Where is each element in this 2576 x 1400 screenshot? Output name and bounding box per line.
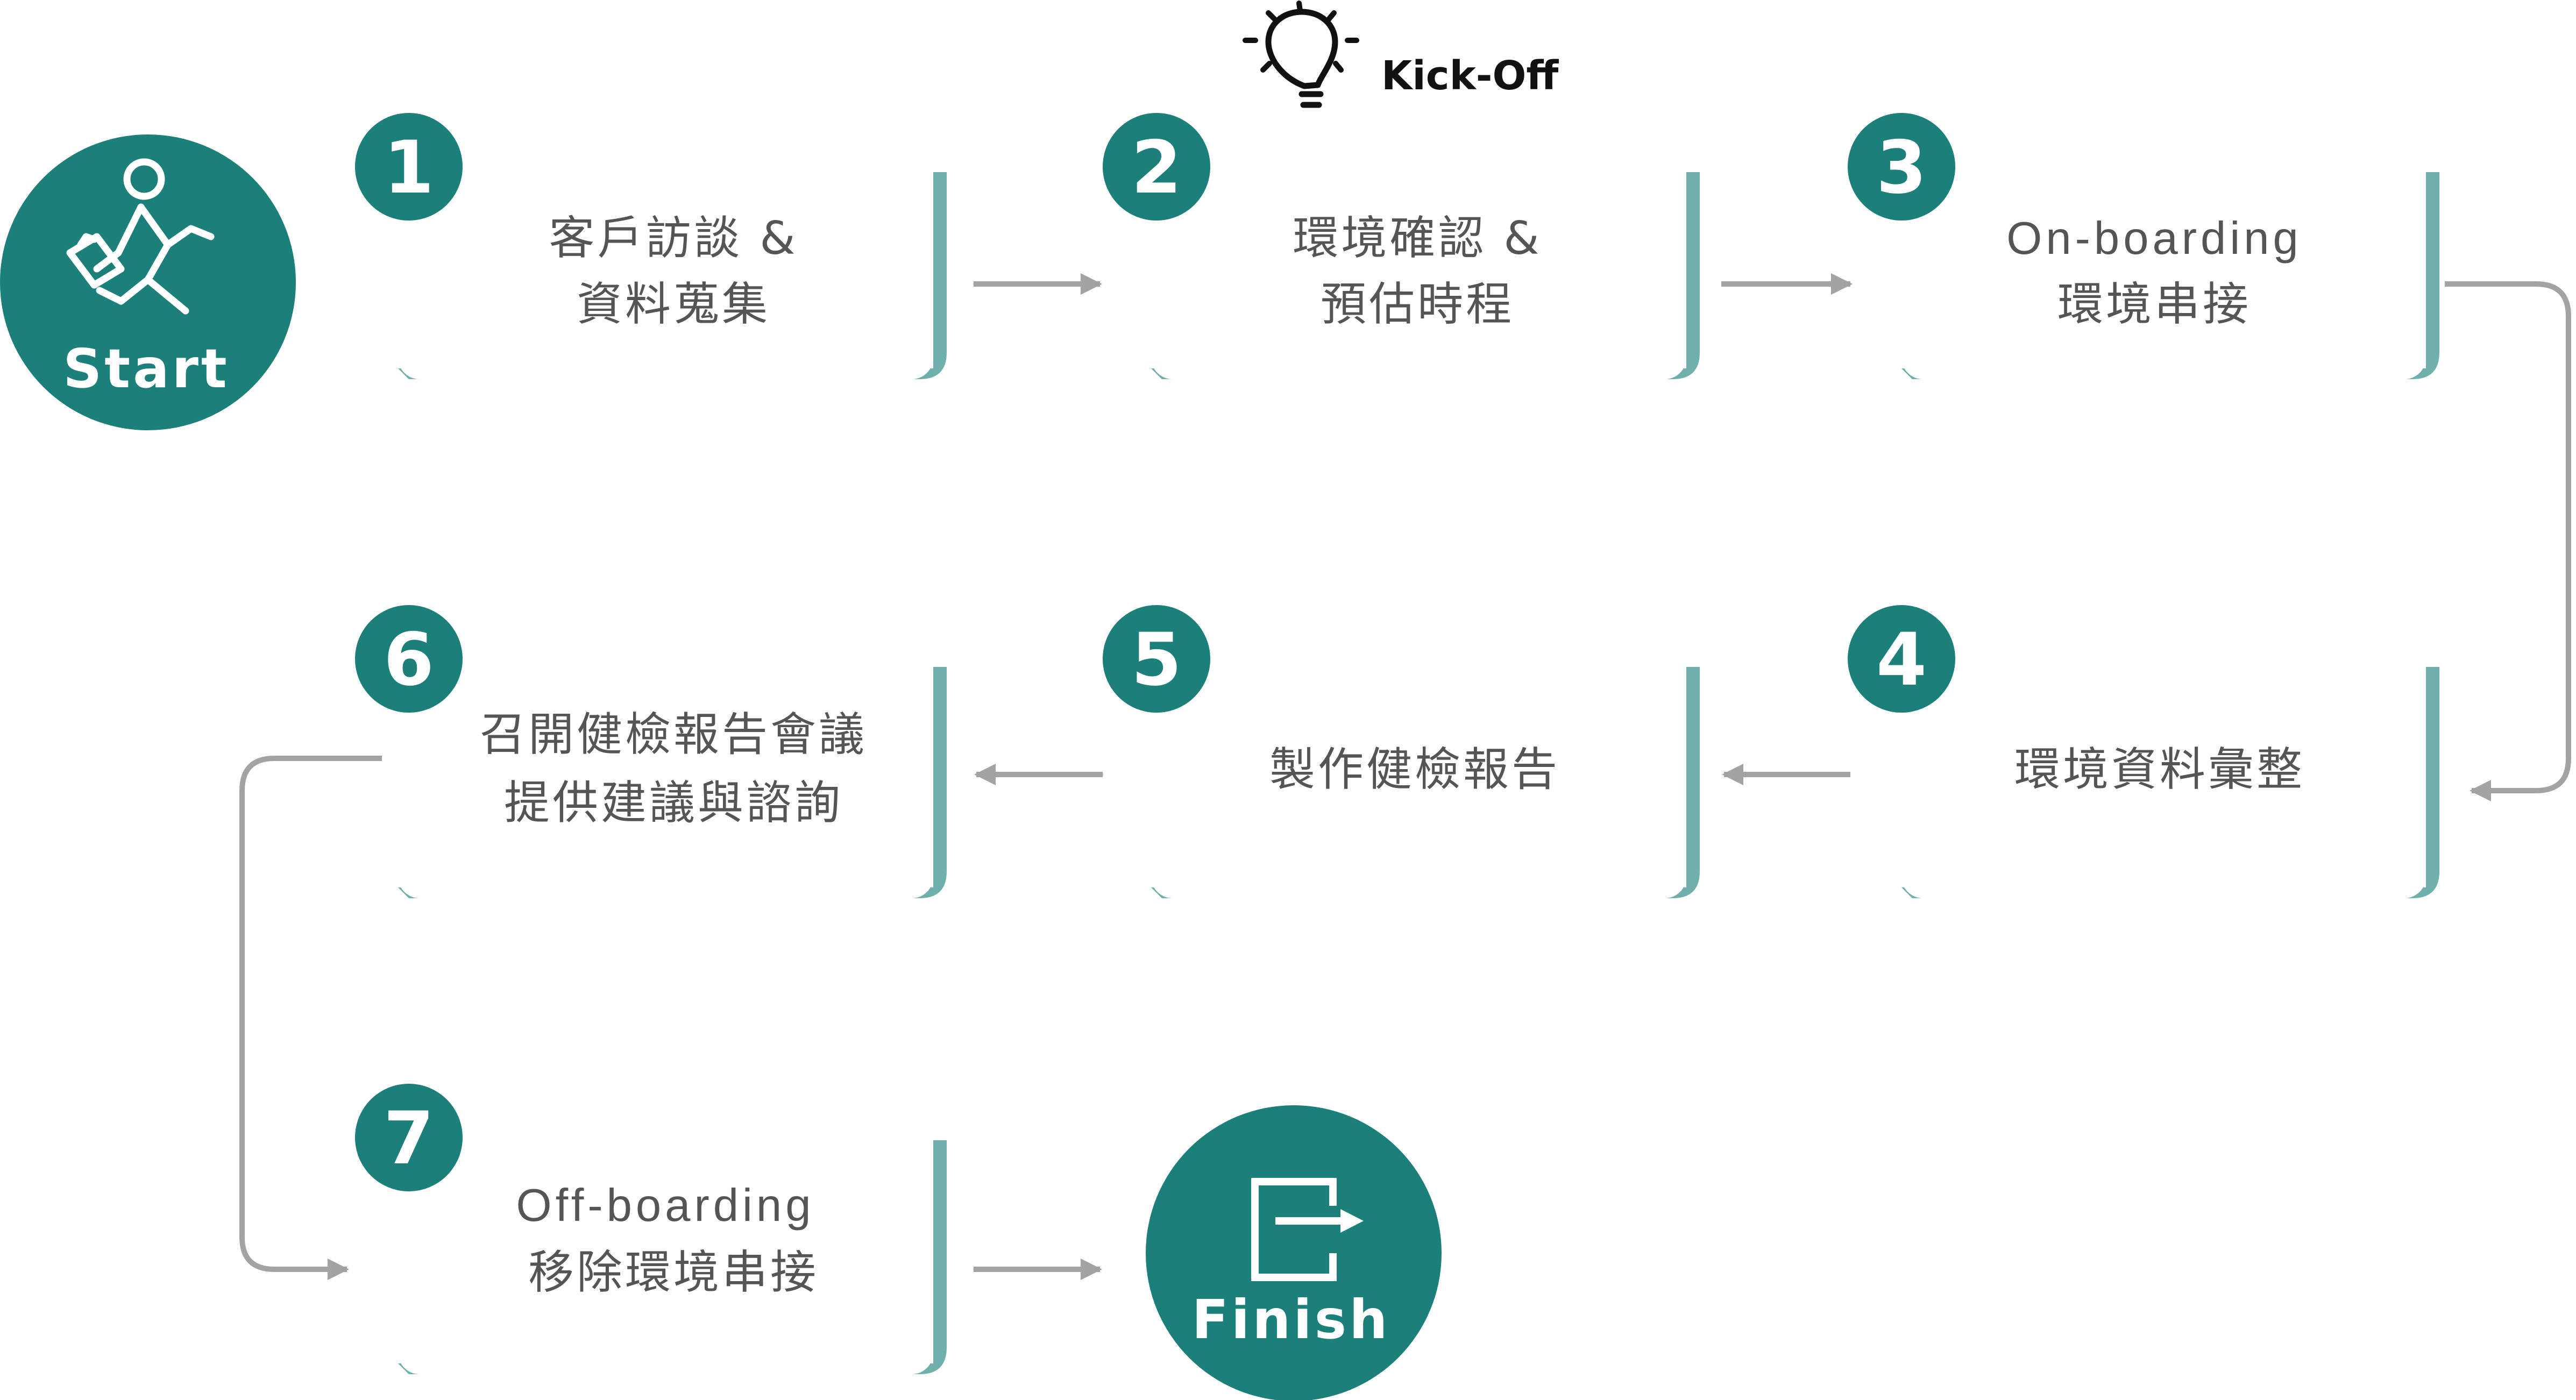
kickoff-marker: Kick-Off (1243, 1, 1559, 108)
step-card-1: 客戶訪談 & 資料蒐集 (398, 164, 947, 379)
start-label: Start (63, 337, 229, 400)
step-1-number: 1 (384, 125, 434, 210)
kickoff-label: Kick-Off (1381, 53, 1559, 99)
step-card-4: 環境資料彙整 (1901, 659, 2439, 898)
step-badge-1: 1 (355, 113, 463, 221)
step-2-line-2: 預估時程 (1321, 278, 1514, 331)
step-badge-4: 4 (1848, 605, 1955, 713)
card-body (398, 659, 933, 898)
step-card-2: 環境確認 & 預估時程 (1151, 164, 1700, 379)
finish-label: Finish (1192, 1288, 1390, 1351)
card-body (1901, 164, 2426, 379)
lightbulb-icon (1243, 1, 1359, 108)
step-2-number: 2 (1131, 125, 1182, 210)
start-node: Start (0, 134, 296, 430)
step-3-line-2: 環境串接 (2057, 278, 2251, 331)
step-card-6: 召開健檢報告會議 提供建議與諮詢 (398, 659, 947, 898)
step-4-line-1: 環境資料彙整 (2014, 743, 2305, 797)
step-7-line-2: 移除環境串接 (528, 1246, 819, 1299)
card-body (1151, 164, 1686, 379)
card-body (398, 164, 933, 379)
step-badge-2: 2 (1103, 113, 1210, 221)
finish-node: Finish (1146, 1105, 1442, 1400)
step-5-number: 5 (1131, 617, 1182, 702)
exit-arrow-head (1340, 1209, 1364, 1233)
step-2-line-1: 環境確認 & (1293, 212, 1542, 265)
step-3-line-1: On-boarding (2006, 213, 2302, 264)
step-5-line-1: 製作健檢報告 (1269, 743, 1560, 797)
exit-door-icon (1251, 1178, 1346, 1281)
step-3-number: 3 (1876, 125, 1927, 210)
step-6-number: 6 (384, 617, 434, 702)
step-card-3: On-boarding 環境串接 (1901, 164, 2439, 379)
connectors (239, 273, 2571, 1280)
card-body (398, 1132, 933, 1374)
step-badge-7: 7 (355, 1084, 463, 1191)
step-badge-5: 5 (1103, 605, 1210, 713)
step-card-5: 製作健檢報告 (1151, 659, 1700, 898)
arrow-3-to-4 (2445, 281, 2571, 801)
running-businessman-icon (66, 158, 215, 315)
step-1-line-1: 客戶訪談 & (549, 212, 798, 265)
step-6-line-1: 召開健檢報告會議 (480, 708, 867, 762)
step-7-line-1: Off-boarding (516, 1180, 815, 1231)
step-1-line-2: 資料蒐集 (577, 278, 770, 331)
step-badge-3: 3 (1848, 113, 1955, 221)
arrow-6-to-7 (239, 756, 382, 1280)
step-4-number: 4 (1876, 617, 1927, 702)
step-6-line-2: 提供建議與諮詢 (504, 777, 843, 830)
card-body (1151, 659, 1686, 898)
step-7-number: 7 (384, 1096, 434, 1181)
step-card-7: Off-boarding 移除環境串接 (398, 1132, 947, 1374)
step-badge-6: 6 (355, 605, 463, 713)
card-body (1901, 659, 2426, 898)
